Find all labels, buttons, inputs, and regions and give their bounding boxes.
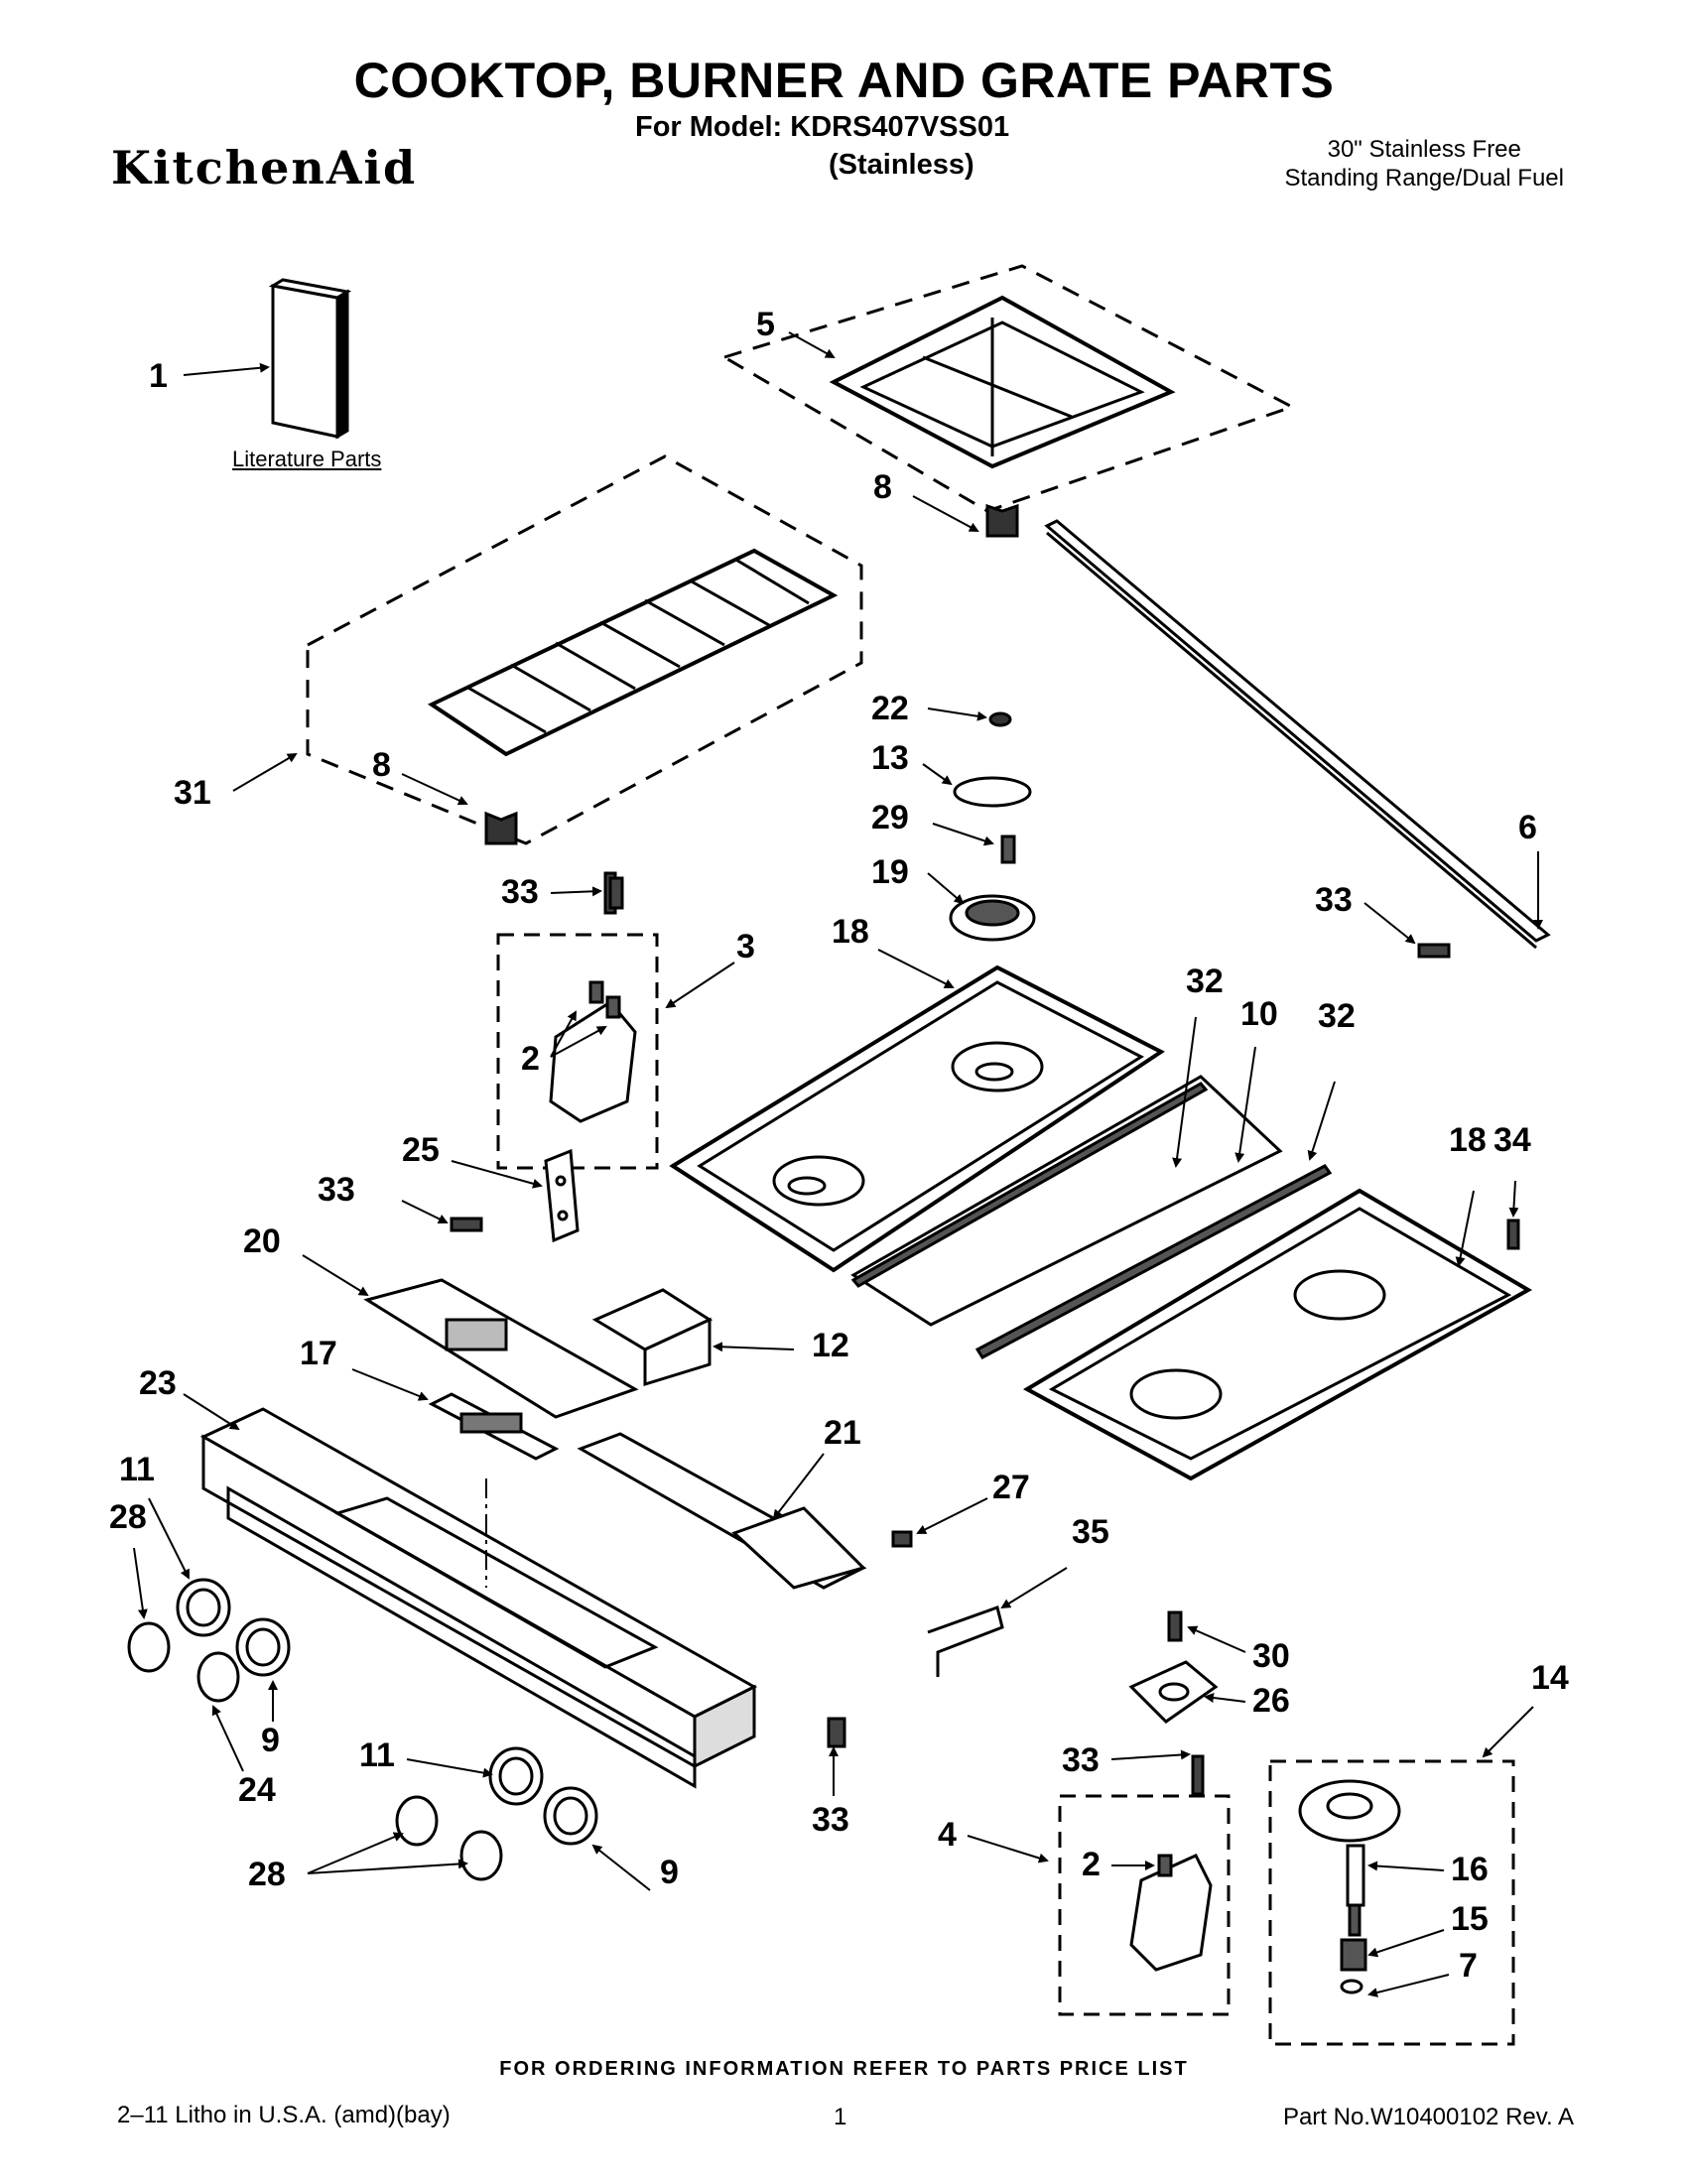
callout-16: 16 xyxy=(1451,1851,1489,1888)
callout-33: 33 xyxy=(501,873,539,911)
callout-31: 31 xyxy=(174,774,211,812)
callout-33: 33 xyxy=(318,1171,355,1209)
callout-4: 4 xyxy=(938,1816,957,1854)
callout-33: 33 xyxy=(1062,1741,1100,1779)
callout-15: 15 xyxy=(1451,1900,1489,1938)
callout-7: 7 xyxy=(1459,1947,1478,1985)
callout-13: 13 xyxy=(871,739,909,777)
center-trim-10 xyxy=(850,1075,1333,1359)
page-title: COOKTOP, BURNER AND GRATE PARTS xyxy=(353,53,1335,108)
description-line-1: 30" Stainless Free xyxy=(1327,136,1521,163)
callout-22: 22 xyxy=(871,690,909,727)
description-line-2: Standing Range/Dual Fuel xyxy=(1284,165,1564,192)
leader-lines xyxy=(133,331,1543,1997)
callout-14: 14 xyxy=(1531,1659,1569,1697)
callout-33: 33 xyxy=(1315,881,1353,919)
spark-module-25 xyxy=(544,1148,580,1243)
callout-11: 11 xyxy=(359,1736,395,1774)
callout-35: 35 xyxy=(1072,1513,1109,1551)
grate-group-31 xyxy=(306,454,863,845)
callout-25: 25 xyxy=(402,1131,440,1169)
valve-box-3 xyxy=(496,871,659,1170)
callout-21: 21 xyxy=(824,1414,861,1452)
callout-32: 32 xyxy=(1186,963,1224,1000)
callout-19: 19 xyxy=(871,853,909,891)
valve-box-4 xyxy=(1058,1754,1231,2016)
product-description: 30" Stainless Free Standing Range/Dual F… xyxy=(1284,135,1564,193)
litho-note: 2–11 Litho in U.S.A. (amd)(bay) xyxy=(117,2102,451,2128)
callout-3: 3 xyxy=(736,928,755,965)
model-number: For Model: KDRS407VSS01 xyxy=(635,111,1010,143)
callout-28: 28 xyxy=(109,1498,147,1536)
callout-2: 2 xyxy=(521,1040,540,1078)
manifold-panel-23 xyxy=(199,1407,758,1789)
callout-29: 29 xyxy=(871,799,909,836)
burner-box-14 xyxy=(1268,1759,1515,2046)
callout-1: 1 xyxy=(149,357,168,395)
burner-base-18-left xyxy=(669,964,1165,1273)
control-overlay-20 xyxy=(363,1278,639,1419)
literature-parts-label: Literature Parts xyxy=(232,447,382,471)
trim-rail-6 xyxy=(1044,519,1551,950)
bracket-35 xyxy=(927,1606,1004,1677)
grate-group-5 xyxy=(720,264,1296,538)
callout-11: 11 xyxy=(119,1451,155,1488)
callout-18: 18 xyxy=(832,913,869,951)
literature-booklet xyxy=(268,278,352,440)
ordering-note: FOR ORDERING INFORMATION REFER TO PARTS … xyxy=(499,2058,1189,2080)
callout-30: 30 xyxy=(1252,1637,1290,1675)
callout-34: 34 xyxy=(1493,1121,1531,1159)
callout-20: 20 xyxy=(243,1222,281,1260)
burner-stack xyxy=(949,711,1036,942)
heat-shield-12 xyxy=(591,1288,714,1387)
callout-17: 17 xyxy=(300,1335,337,1372)
callout-32: 32 xyxy=(1318,997,1356,1035)
callout-26: 26 xyxy=(1252,1682,1290,1720)
callout-9: 9 xyxy=(261,1722,280,1759)
callout-10: 10 xyxy=(1240,995,1278,1033)
callout-28: 28 xyxy=(248,1856,286,1893)
callout-24: 24 xyxy=(238,1771,276,1809)
page-number: 1 xyxy=(834,2104,847,2130)
brand-logo: KitchenAid xyxy=(111,141,418,194)
burner-base-18-right xyxy=(1022,1188,1533,1481)
callout-5: 5 xyxy=(756,306,775,343)
callout-9: 9 xyxy=(660,1854,679,1891)
callout-18: 18 xyxy=(1449,1121,1487,1159)
callout-8: 8 xyxy=(873,468,892,506)
electronic-control-17 xyxy=(428,1392,560,1461)
callout-8: 8 xyxy=(372,746,391,784)
callout-27: 27 xyxy=(992,1469,1030,1506)
part-number: Part No.W10400102 Rev. A xyxy=(1282,2104,1574,2130)
burner-base-26 xyxy=(1128,1610,1219,1724)
callout-23: 23 xyxy=(139,1364,177,1402)
callout-2: 2 xyxy=(1082,1846,1101,1883)
callout-33: 33 xyxy=(812,1801,849,1839)
callout-12: 12 xyxy=(812,1327,849,1364)
callout-6: 6 xyxy=(1518,809,1537,846)
knobs-and-bezels xyxy=(127,1578,598,1881)
screws xyxy=(450,876,1451,1748)
model-finish: (Stainless) xyxy=(829,149,974,181)
